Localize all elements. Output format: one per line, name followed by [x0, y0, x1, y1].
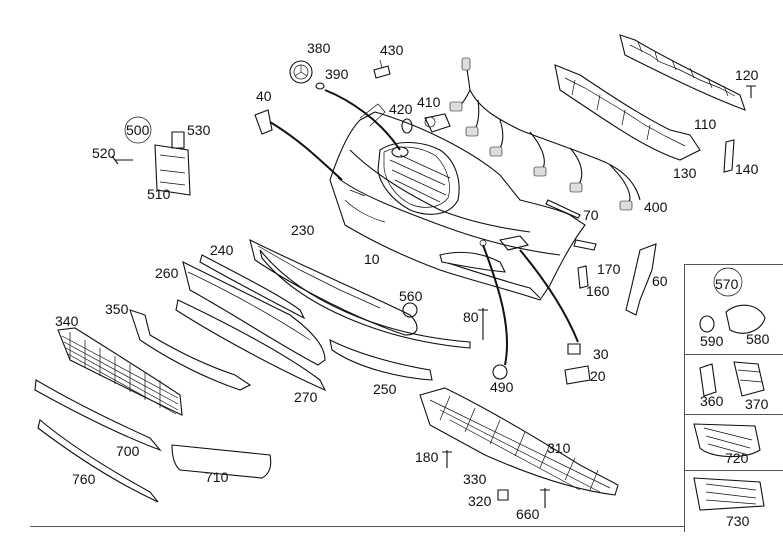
- part-label-40: 40: [256, 88, 272, 104]
- upper-grille-frame: [249, 238, 418, 336]
- part-label-250: 250: [373, 381, 397, 397]
- bottom-rule: [30, 526, 684, 527]
- part-label-510: 510: [147, 186, 171, 202]
- part-label-230: 230: [291, 222, 315, 238]
- part-label-350: 350: [105, 301, 129, 317]
- side-divider: [684, 414, 783, 415]
- side-detail-panel: [684, 264, 783, 532]
- part-label-310: 310: [547, 440, 571, 456]
- part-label-420: 420: [389, 101, 413, 117]
- part-label-240: 240: [210, 242, 234, 258]
- part-label-570: 570: [715, 276, 739, 292]
- part-label-760: 760: [72, 471, 96, 487]
- side-divider: [684, 354, 783, 355]
- part-label-710: 710: [205, 469, 229, 485]
- part-label-30: 30: [593, 346, 609, 362]
- impact-beam: [619, 34, 746, 111]
- underbody-panel: [419, 387, 619, 496]
- part-label-130: 130: [673, 165, 697, 181]
- part-label-410: 410: [417, 94, 441, 110]
- part-label-500: 500: [126, 122, 150, 138]
- crash-box: [554, 64, 701, 161]
- part-label-490: 490: [490, 379, 514, 395]
- part-label-590: 590: [700, 333, 724, 349]
- part-label-180: 180: [415, 449, 439, 465]
- part-label-270: 270: [294, 389, 318, 405]
- main-grille: [57, 327, 183, 416]
- part-label-560: 560: [399, 288, 423, 304]
- part-label-20: 20: [590, 368, 606, 384]
- part-label-170: 170: [597, 261, 621, 277]
- part-label-430: 430: [380, 42, 404, 58]
- part-label-720: 720: [725, 450, 749, 466]
- part-label-140: 140: [735, 161, 759, 177]
- part-label-260: 260: [155, 265, 179, 281]
- part-label-120: 120: [735, 67, 759, 83]
- emblem-ring: [289, 60, 313, 84]
- part-label-520: 520: [92, 145, 116, 161]
- wiring-harness: [449, 57, 641, 211]
- part-label-330: 330: [463, 471, 487, 487]
- bumper-cover: [329, 103, 586, 301]
- part-label-730: 730: [726, 513, 750, 529]
- part-label-530: 530: [187, 122, 211, 138]
- side-divider: [684, 470, 783, 471]
- part-label-60: 60: [652, 273, 668, 289]
- part-label-320: 320: [468, 493, 492, 509]
- part-label-660: 660: [516, 506, 540, 522]
- part-label-110: 110: [694, 116, 717, 132]
- part-label-700: 700: [116, 443, 140, 459]
- part-label-80: 80: [463, 309, 479, 325]
- part-label-10: 10: [364, 251, 380, 267]
- part-label-340: 340: [55, 313, 79, 329]
- part-label-370: 370: [745, 396, 769, 412]
- part-label-400: 400: [644, 199, 668, 215]
- part-label-160: 160: [586, 283, 610, 299]
- part-label-380: 380: [307, 40, 331, 56]
- part-label-360: 360: [700, 393, 724, 409]
- part-label-70: 70: [583, 207, 599, 223]
- part-label-580: 580: [746, 331, 770, 347]
- part-label-390: 390: [325, 66, 349, 82]
